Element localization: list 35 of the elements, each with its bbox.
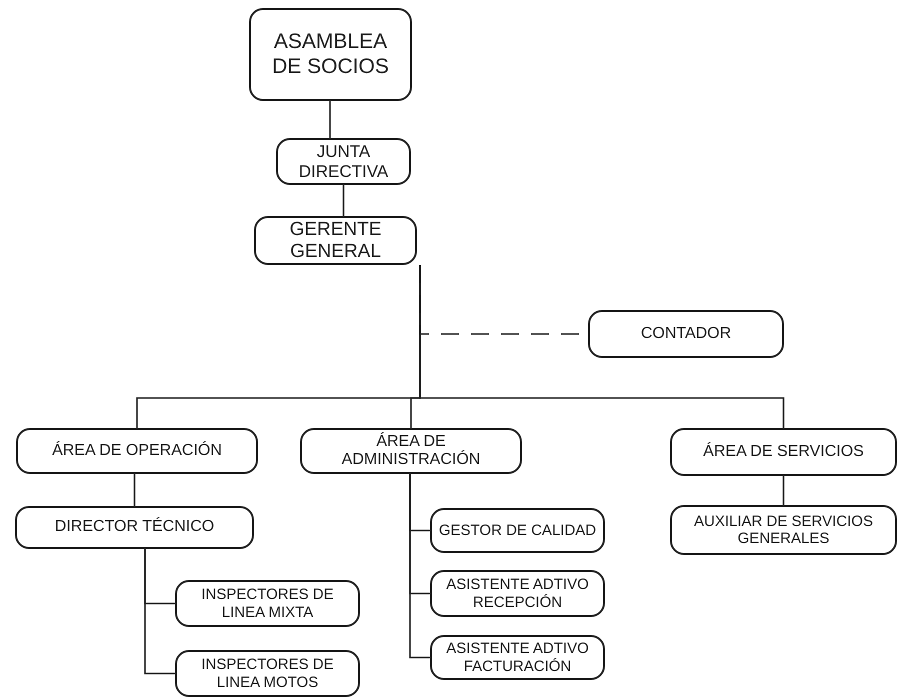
- org-box: [670, 428, 897, 476]
- org-box: [430, 508, 605, 553]
- org-box: [175, 580, 360, 627]
- box-label: ÁREA DE OPERACIÓN: [52, 442, 222, 460]
- org-box: [670, 505, 897, 555]
- box-label: JUNTA DIRECTIVA: [298, 142, 390, 182]
- box-label: DIRECTOR TÉCNICO: [54, 518, 214, 537]
- org-box: [16, 428, 258, 474]
- org-box: [588, 310, 784, 358]
- box-label: AUXILIAR DE SERVICIOS GENERALES: [693, 512, 874, 548]
- org-box: [254, 216, 417, 265]
- box-label: ÁREA DE ADMINISTRACIÓN: [340, 432, 482, 470]
- org-box: [175, 650, 360, 697]
- box-label: ASISTENTE ADTIVO FACTURACIÓN: [445, 640, 590, 675]
- box-label: INSPECTORES DE LINEA MIXTA: [200, 586, 335, 621]
- org-box: [300, 428, 522, 474]
- org-box: [15, 506, 254, 549]
- box-label: GERENTE GENERAL: [288, 218, 382, 262]
- box-label: INSPECTORES DE LINEA MOTOS: [200, 656, 335, 691]
- connector-line: [134, 474, 136, 506]
- box-label: ASAMBLEA DE SOCIOS: [271, 30, 390, 79]
- connector-line: [419, 265, 784, 428]
- org-box: [249, 8, 412, 101]
- box-label: GESTOR DE CALIDAD: [438, 522, 596, 540]
- org-box: [430, 635, 605, 680]
- connector-line: [409, 474, 430, 658]
- box-label: CONTADOR: [640, 324, 732, 344]
- box-label: ASISTENTE ADTIVO RECEPCIÓN: [445, 576, 590, 611]
- org-box: [276, 138, 411, 185]
- connector-line: [342, 185, 344, 216]
- connector-line: [782, 476, 784, 505]
- box-label: ÁREA DE SERVICIOS: [703, 442, 864, 462]
- org-box: [430, 570, 605, 617]
- connector-line: [144, 549, 175, 674]
- connector-line: [329, 101, 331, 138]
